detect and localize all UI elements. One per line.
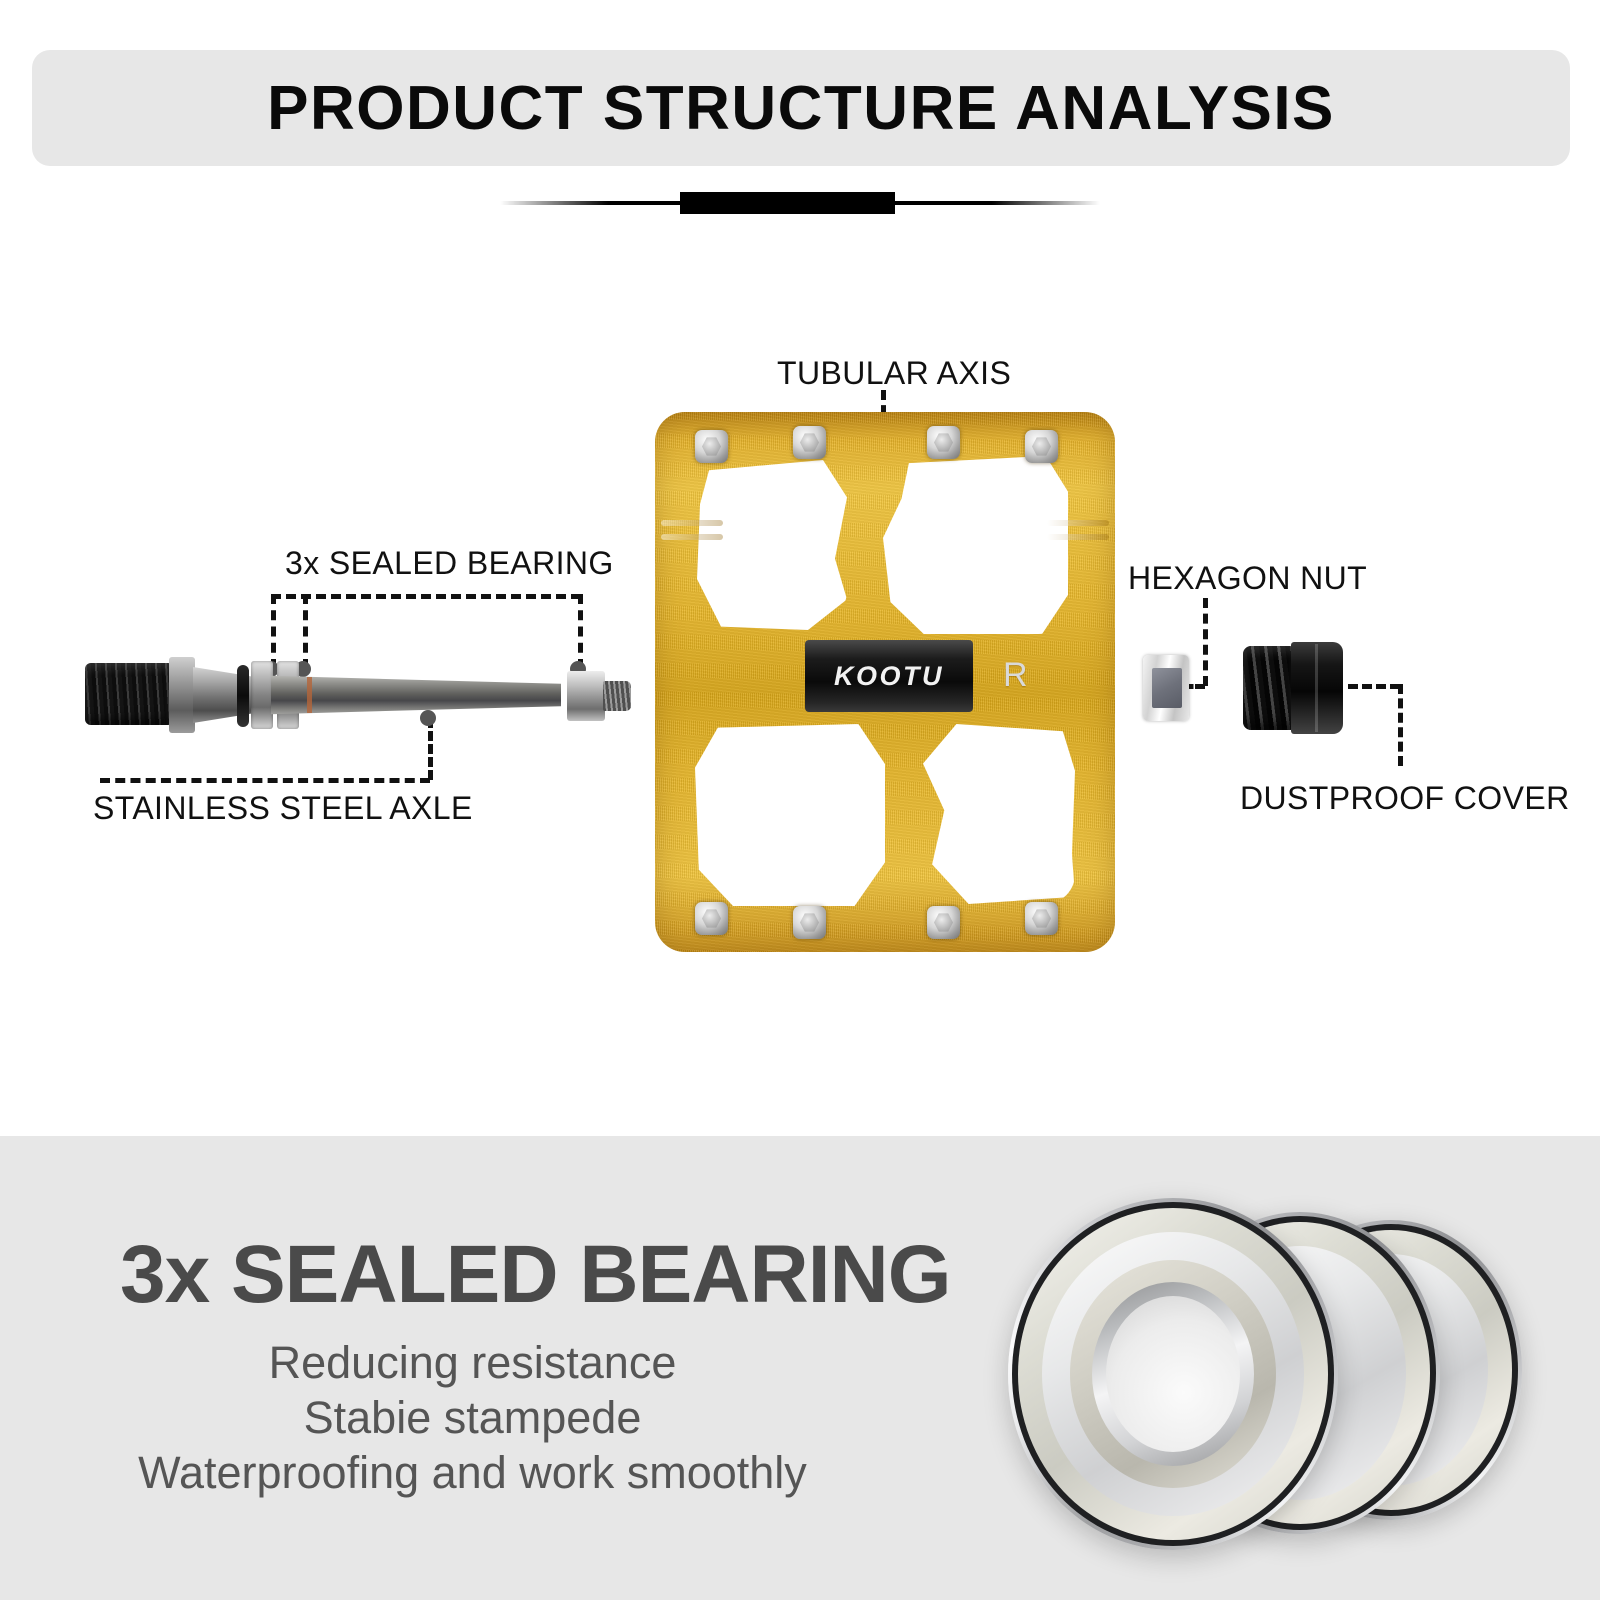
pedal-bolt-bottom-2 bbox=[793, 906, 826, 939]
feature-line-1: Reducing resistance bbox=[268, 1337, 677, 1388]
exploded-view-diagram: TUBULAR AXIS 3x SEALED BEARING STAINLESS… bbox=[0, 250, 1600, 1110]
pedal-bolt-bottom-4 bbox=[1025, 902, 1058, 935]
axle-shaft bbox=[271, 675, 561, 715]
axle-o-ring bbox=[237, 665, 249, 727]
feature-line-3: Waterproofing and work smoothly bbox=[138, 1446, 807, 1498]
hexagon-nut-face bbox=[1152, 668, 1182, 708]
label-tubular-axis: TUBULAR AXIS bbox=[777, 355, 1012, 391]
stainless-steel-axle-part bbox=[85, 635, 631, 755]
label-hexagon-nut: HEXAGON NUT bbox=[1128, 560, 1368, 596]
leader-cover-horizontal bbox=[1348, 684, 1400, 689]
leader-axle-horizontal bbox=[100, 778, 430, 783]
leader-bearing-bracket-top bbox=[271, 594, 581, 599]
axle-collar bbox=[169, 657, 195, 733]
pedal-axis-bar: KOOTU bbox=[805, 640, 973, 712]
pedal-rib-right-2 bbox=[1047, 534, 1109, 540]
pedal-side-marking: R bbox=[1003, 656, 1028, 694]
dustproof-cover-part bbox=[1243, 642, 1343, 734]
leader-axle-drop bbox=[428, 718, 433, 780]
leader-hexagon-nut-vertical bbox=[1203, 598, 1208, 686]
pedal-bolt-bottom-1 bbox=[695, 902, 728, 935]
pedal-cutout-bottom-left bbox=[695, 724, 885, 906]
sealed-bearing-3 bbox=[567, 671, 605, 721]
label-dustproof-cover: DUSTPROOF COVER bbox=[1240, 780, 1570, 816]
leader-dot-axle bbox=[420, 710, 436, 726]
pedal-bolt-top-3 bbox=[927, 426, 960, 459]
leader-cover-vertical bbox=[1398, 684, 1403, 766]
dustproof-cover-body bbox=[1291, 642, 1343, 734]
pedal-bolt-top-2 bbox=[793, 426, 826, 459]
sealed-bearing-1 bbox=[251, 661, 273, 729]
pedal-rib-right-1 bbox=[1047, 520, 1109, 526]
pedal-bolt-top-1 bbox=[695, 430, 728, 463]
leader-bearing-drop-1 bbox=[271, 594, 276, 669]
leader-bearing-drop-3 bbox=[578, 594, 583, 669]
pedal-cutout-top-right bbox=[883, 456, 1068, 634]
leader-bearing-drop-2 bbox=[303, 594, 308, 669]
brand-logo: KOOTU bbox=[834, 660, 944, 691]
pedal-bolt-top-4 bbox=[1025, 430, 1058, 463]
feature-panel: 3x SEALED BEARING Reducing resistance St… bbox=[0, 1136, 1600, 1600]
feature-line-2: Stabie stampede bbox=[303, 1391, 642, 1443]
dustproof-cover-seam bbox=[1315, 644, 1318, 732]
hexagon-nut-part bbox=[1143, 655, 1189, 721]
pedal-rib-left-1 bbox=[661, 520, 723, 526]
feature-description: Reducing resistance Stabie stampede Wate… bbox=[0, 1336, 945, 1501]
pedal-body: KOOTU R bbox=[655, 412, 1115, 952]
leader-dot-bearing-2 bbox=[295, 661, 311, 677]
bearing-front-bore-hole bbox=[1106, 1296, 1240, 1452]
axle-threaded-end bbox=[85, 663, 171, 725]
pedal-cutout-bottom-right bbox=[923, 724, 1075, 904]
header-panel: PRODUCT STRUCTURE ANALYSIS bbox=[32, 50, 1570, 166]
dustproof-cover-thread bbox=[1243, 646, 1295, 730]
title-divider bbox=[500, 192, 1100, 214]
feature-heading: 3x SEALED BEARING bbox=[120, 1229, 952, 1320]
sealed-bearing-stack-image bbox=[960, 1186, 1522, 1586]
axle-tip-thread bbox=[603, 681, 631, 711]
axle-marker-line bbox=[307, 677, 312, 713]
pedal-rib-left-2 bbox=[661, 534, 723, 540]
label-sealed-bearing: 3x SEALED BEARING bbox=[285, 545, 614, 581]
pedal-cutout-top-left bbox=[697, 460, 847, 630]
page-title: PRODUCT STRUCTURE ANALYSIS bbox=[267, 73, 1335, 143]
bearing-front bbox=[1008, 1198, 1338, 1550]
pedal-bolt-bottom-3 bbox=[927, 906, 960, 939]
label-stainless-steel-axle: STAINLESS STEEL AXLE bbox=[93, 790, 473, 826]
divider-center-block bbox=[680, 192, 895, 214]
